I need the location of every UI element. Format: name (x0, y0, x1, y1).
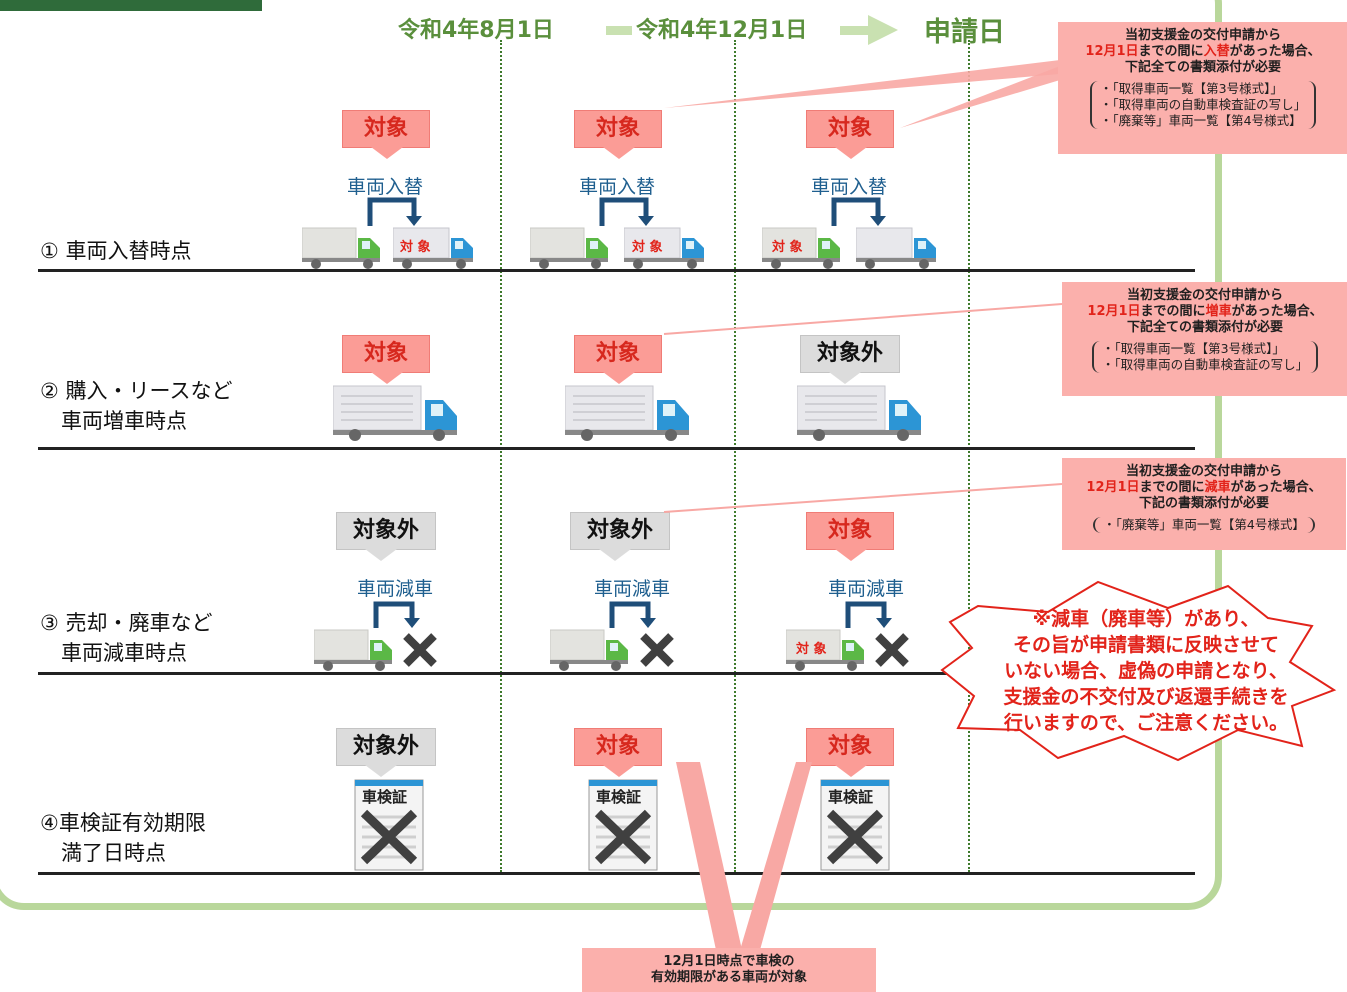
new-truck-icon (797, 385, 921, 441)
list-item: ・「廃棄等」車両一覧【第4号様式】 (1099, 113, 1302, 128)
status-tag-not-target: 対象外 (336, 728, 436, 777)
corner-accent-bar (0, 0, 262, 11)
note-reduce-line3: 下記の書類添付が必要 (1138, 496, 1269, 511)
row-line-4 (38, 872, 1195, 875)
status-tag-target: 対象 (574, 110, 662, 159)
timeline-arrows (606, 15, 898, 45)
row-label-inspection: ④車検証有効期限 満了日時点 (40, 811, 206, 865)
note-add-doc-list: ・「取得車両一覧【第3号様式】」 ・「取得車両の自動車検査証の写し」 (1091, 341, 1319, 373)
warning-line: その旨が申請書類に反映させて (1012, 634, 1279, 656)
old-truck-icon (786, 629, 864, 671)
date-header-aug: 令和4年8月1日 (398, 18, 554, 43)
note-add-line3: 下記全ての書類添付が必要 (1126, 320, 1283, 335)
warning-line: 行いますので、ご注意ください。 (1003, 712, 1289, 734)
inspection-cert-icon (354, 779, 424, 871)
truck-target-mark: 対 象 (400, 240, 431, 255)
divider-aug (500, 40, 502, 872)
reduce-arrow-icon (609, 601, 656, 628)
action-label-swap: 車両入替 (347, 176, 424, 198)
old-truck-icon (550, 629, 628, 671)
note-reduce-doc-list: ・「廃棄等」車両一覧【第4号様式】 (1093, 517, 1315, 533)
note-swap-doc-list: ・「取得車両一覧【第3号様式】」 ・「取得車両の自動車検査証の写し」 ・「廃棄等… (1089, 81, 1317, 129)
inspection-cert-icon (820, 779, 890, 871)
inspection-cert-title: 車検証 (828, 788, 874, 806)
inspection-cert-title: 車検証 (596, 788, 642, 806)
swap-arrow-icon (831, 197, 886, 226)
row-label-reduce: ③ 売却・廃車など 車両減車時点 (40, 611, 213, 665)
new-truck-icon (856, 227, 936, 269)
list-item: ・「取得車両の自動車検査証の写し」 (1099, 97, 1307, 112)
row-line-1 (38, 269, 1195, 272)
status-tag-target: 対象 (806, 512, 894, 561)
row-line-2 (38, 447, 1195, 450)
note-reduce-line2: 12月1日までの間に減車があった場合、 (1086, 480, 1322, 495)
list-item: ・「廃棄等」車両一覧【第4号様式】 (1103, 517, 1305, 532)
truck-target-mark: 対 象 (772, 240, 803, 255)
note-bottom: 12月1日時点で車検の 有効期限がある車両が対象 (582, 948, 876, 992)
note-add-line2: 12月1日までの間に増車があった場合、 (1087, 304, 1323, 319)
warning-line: いない場合、虚偽の申請となり、 (1004, 660, 1288, 682)
inspection-cert-icon (588, 779, 658, 871)
action-label-swap: 車両入替 (579, 176, 656, 198)
list-item: ・「取得車両一覧【第3号様式】」 (1099, 81, 1283, 96)
status-tag-target: 対象 (342, 335, 430, 384)
note-add-line1: 当初支援金の交付申請から (1126, 288, 1283, 303)
status-tag-not-target: 対象外 (570, 512, 670, 561)
status-tag-target: 対象 (574, 335, 662, 384)
swap-arrow-icon (367, 197, 422, 226)
action-label-reduce: 車両減車 (828, 578, 905, 600)
status-tag-target: 対象 (806, 110, 894, 159)
inspection-cert-title: 車検証 (362, 788, 408, 806)
note-swap-line3: 下記全ての書類添付が必要 (1124, 60, 1281, 75)
delete-x-icon (403, 633, 437, 667)
content-frame (0, 0, 1222, 910)
note-reduce-line1: 当初支援金の交付申請から (1125, 464, 1282, 479)
row-label-add: ② 購入・リースなど 車両増車時点 (40, 379, 233, 433)
new-truck-icon (393, 227, 473, 269)
new-truck-icon (565, 385, 689, 441)
note-add: 当初支援金の交付申請から 12月1日までの間に増車があった場合、 下記全ての書類… (1062, 282, 1347, 396)
note-swap-line2: 12月1日までの間に入替があった場合、 (1085, 44, 1321, 59)
new-truck-icon (333, 385, 457, 441)
note-swap: 当初支援金の交付申請から 12月1日までの間に入替があった場合、 下記全ての書類… (1058, 22, 1347, 154)
action-label-reduce: 車両減車 (594, 578, 671, 600)
list-item: ・「取得車両の自動車検査証の写し」 (1101, 357, 1309, 372)
truck-target-mark: 対 象 (632, 240, 663, 255)
delete-x-icon (640, 633, 674, 667)
note-reduce: 当初支援金の交付申請から 12月1日までの間に減車があった場合、 下記の書類添付… (1062, 458, 1346, 550)
warning-burst-shape (940, 580, 1337, 762)
swap-arrow-icon (599, 197, 654, 226)
divider-apply (968, 40, 970, 872)
status-tag-target: 対象 (574, 728, 662, 777)
divider-dec (734, 40, 736, 872)
date-header-apply: 申請日 (924, 17, 1005, 48)
action-label-swap: 車両入替 (811, 176, 888, 198)
reduce-arrow-icon (373, 601, 420, 628)
row-label-swap: ① 車両入替時点 (40, 239, 192, 263)
action-label-reduce: 車両減車 (357, 578, 434, 600)
old-truck-icon (302, 227, 380, 269)
row-line-3 (38, 672, 948, 675)
old-truck-icon (762, 227, 840, 269)
note-bottom-line1: 12月1日時点で車検の (663, 954, 795, 969)
status-tag-target: 対象 (342, 110, 430, 159)
date-header-dec: 令和4年12月1日 (636, 18, 808, 43)
list-item: ・「取得車両一覧【第3号様式】」 (1101, 341, 1285, 356)
truck-target-mark: 対 象 (796, 642, 827, 657)
warning-line: 支援金の不交付及び返還手続きを (1003, 686, 1289, 708)
old-truck-icon (530, 227, 608, 269)
note-swap-line1: 当初支援金の交付申請から (1124, 28, 1281, 43)
status-tag-target: 対象 (806, 728, 894, 777)
status-tag-not-target: 対象外 (800, 335, 900, 384)
new-truck-icon (624, 227, 704, 269)
old-truck-icon (314, 629, 392, 671)
warning-text: ※減車（廃車等）があり、 その旨が申請書類に反映させて いない場合、虚偽の申請と… (986, 606, 1306, 736)
warning-line: ※減車（廃車等）があり、 (1032, 608, 1260, 630)
status-tag-not-target: 対象外 (336, 512, 436, 561)
reduce-arrow-icon (845, 601, 892, 628)
note-bottom-line2: 有効期限がある車両が対象 (650, 970, 807, 985)
delete-x-icon (875, 633, 909, 667)
